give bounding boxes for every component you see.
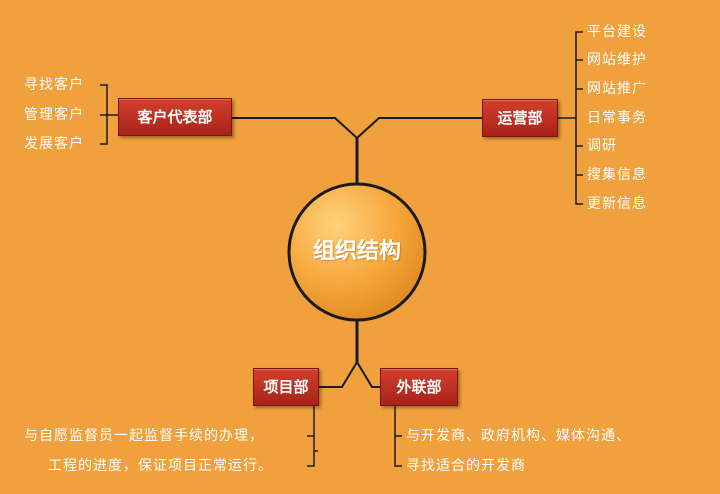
operations-item: 网站推广 xyxy=(587,81,647,97)
external-description-line: 寻找适合的开发商 xyxy=(406,458,526,474)
fork-bottom-right xyxy=(356,361,380,388)
customer-item: 发展客户 xyxy=(24,136,84,152)
dept-customer-box: 客户代表部 xyxy=(118,98,232,136)
customer-item: 寻找客户 xyxy=(24,77,84,93)
bracket-external xyxy=(394,406,402,467)
fork-top-right xyxy=(356,117,482,139)
dept-operations-label: 运营部 xyxy=(497,109,543,127)
operations-item: 网站维护 xyxy=(587,52,647,68)
dept-customer-label: 客户代表部 xyxy=(137,108,213,126)
fork-top-left xyxy=(232,117,358,139)
center-node xyxy=(287,182,427,322)
dept-project-label: 项目部 xyxy=(263,378,309,396)
dept-external-label: 外联部 xyxy=(396,378,442,396)
operations-item: 搜集信息 xyxy=(587,167,647,183)
operations-item: 调研 xyxy=(587,138,617,154)
dept-project-box: 项目部 xyxy=(253,368,319,406)
center-title: 组织结构 xyxy=(312,239,401,264)
dept-operations-box: 运营部 xyxy=(482,99,558,137)
dept-external-box: 外联部 xyxy=(380,368,458,406)
customer-item: 管理客户 xyxy=(24,107,84,123)
bracket-operations xyxy=(557,31,583,205)
fork-bottom-left xyxy=(318,361,358,388)
project-description-line: 工程的进度，保证项目正常运行。 xyxy=(48,458,273,474)
project-description-line: 与自愿监督员一起监督手续的办理， xyxy=(24,428,264,444)
bracket-project xyxy=(307,406,318,467)
operations-item: 日常事务 xyxy=(587,110,647,126)
bracket-customer xyxy=(100,84,118,145)
operations-item: 更新信息 xyxy=(587,196,647,212)
operations-item: 平台建设 xyxy=(587,24,647,40)
external-description-line: 与开发商、政府机构、媒体沟通、 xyxy=(406,428,631,444)
